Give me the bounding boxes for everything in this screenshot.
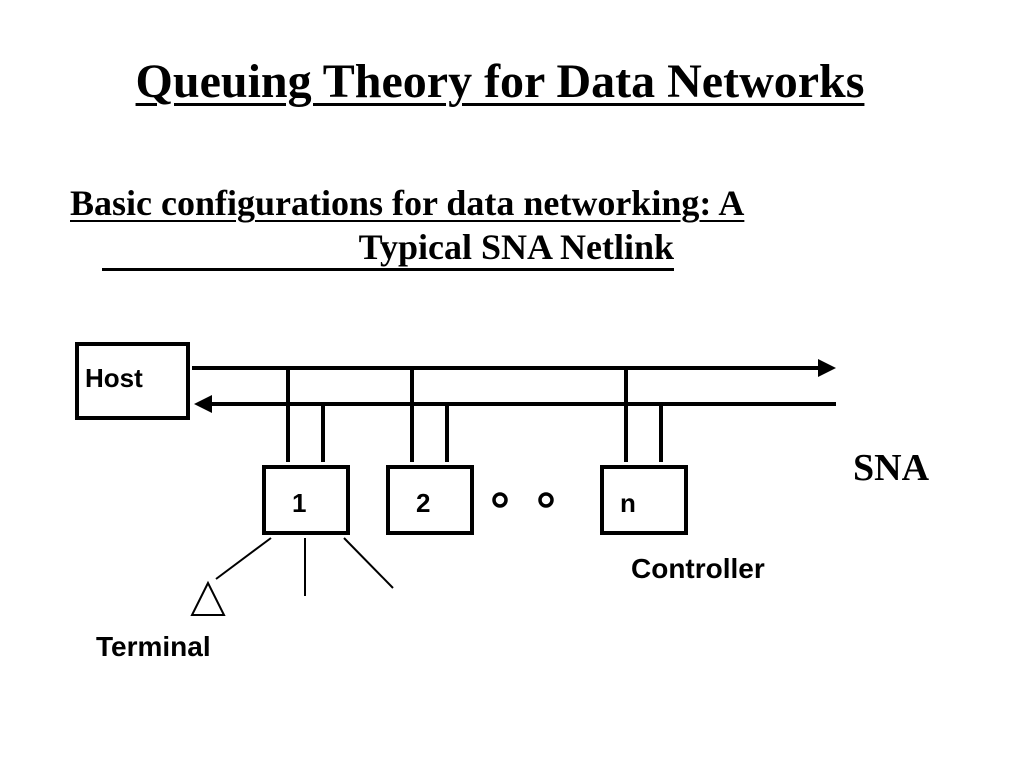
ellipsis-dot-2	[538, 492, 554, 508]
controller-label: Controller	[631, 553, 765, 584]
controller-box-2	[386, 465, 474, 535]
page-title: Queuing Theory for Data Networks	[135, 55, 865, 108]
controller-label-2: 2	[416, 488, 430, 518]
terminal-label: Terminal	[96, 631, 211, 662]
host-label: Host	[85, 363, 143, 393]
controller-n-connectors	[624, 370, 663, 462]
subtitle-line-2: Typical SNA Netlink	[102, 226, 674, 271]
controller-box-n	[600, 465, 688, 535]
controller-2-connectors	[410, 370, 449, 462]
sna-label: SNA	[853, 447, 930, 489]
controller-label-n: n	[620, 488, 636, 518]
terminal-icon	[190, 580, 226, 616]
terminal-line-right	[343, 537, 394, 589]
outbound-arrowhead	[818, 359, 836, 377]
controller-1-connectors	[286, 370, 325, 462]
subtitle-line-1: Basic configurations for data networking…	[70, 183, 745, 223]
controller-box-1	[262, 465, 350, 535]
terminal-line-left	[215, 537, 272, 580]
controller-label-1: 1	[292, 488, 306, 518]
inbound-arrowhead	[194, 395, 212, 413]
host-box	[75, 342, 190, 420]
ellipsis-dot-1	[492, 492, 508, 508]
subtitle: Basic configurations for data networking…	[70, 180, 930, 271]
